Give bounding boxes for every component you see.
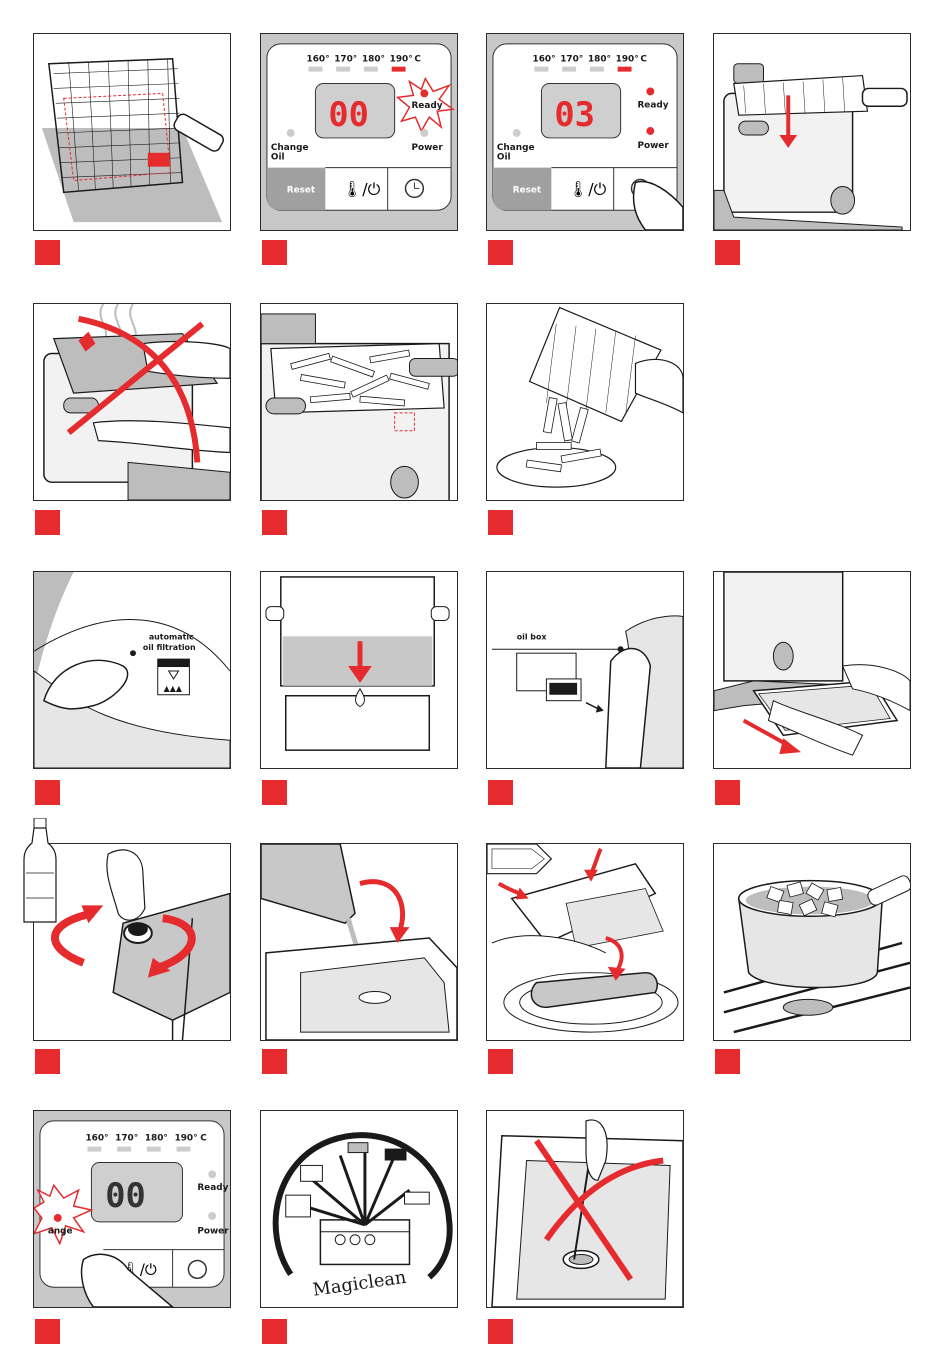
ready-label: Ready (197, 1183, 228, 1193)
step-marker-16 (35, 1319, 60, 1344)
ready-indicator-light (420, 89, 428, 97)
step-marker-12 (35, 1049, 60, 1074)
power-label: Power (411, 143, 443, 153)
power-indicator-light (646, 127, 654, 135)
oil-drop-icon (356, 689, 365, 707)
step-marker-1 (35, 240, 60, 265)
change-oil-indicator-light (54, 1214, 62, 1222)
panel-5-do-not-touch-lid (33, 303, 231, 501)
step-marker-11 (715, 780, 740, 805)
temp-180-label: 180° (362, 55, 385, 65)
change-oil-label-line1: Change (497, 143, 535, 153)
step-marker-13 (262, 1049, 287, 1074)
panel-16-change-oil-reset: 160° 170° 180° 190° C 00 Ready Power ang… (33, 1110, 231, 1308)
temp-unit-label: C (640, 55, 647, 65)
temp-170-label: 170° (115, 1134, 138, 1144)
auto-filtration-label-line2: oil filtration (143, 643, 196, 652)
auto-filtration-label-line1: automatic (149, 632, 194, 641)
panel-10-oil-box: oil box (486, 571, 684, 769)
temp-190-label: 190° (175, 1134, 198, 1144)
panel-7-serve-fries (486, 303, 684, 501)
dishwasher-icon (320, 1220, 409, 1265)
temp-unit-label: C (200, 1134, 207, 1144)
temp-160-label: 160° (307, 55, 330, 65)
change-oil-label-line2: Oil (271, 153, 285, 163)
ready-indicator-light (208, 1170, 216, 1178)
display-value: 00 (328, 95, 369, 134)
pour-arrow-icon (360, 882, 403, 931)
step-marker-17 (262, 1319, 287, 1344)
step-marker-4 (715, 240, 740, 265)
temp-190-label: 190° (616, 55, 639, 65)
panel-11-remove-oil-box (713, 571, 911, 769)
step-marker-6 (262, 510, 287, 535)
reset-button-label: Reset (513, 185, 542, 195)
change-oil-label-line1: Change (271, 143, 309, 153)
ready-indicator-light (646, 87, 654, 95)
temp-power-icon: 🌡/⏻ (568, 179, 606, 198)
temp-160-label: 160° (533, 55, 556, 65)
temp-180-label: 180° (588, 55, 611, 65)
reset-button-label: Reset (287, 185, 316, 195)
magiclean-brand-label: Magiclean (311, 1267, 407, 1301)
display-value: 03 (554, 95, 595, 134)
step-marker-5 (35, 510, 60, 535)
temp-power-icon: 🌡/⏻ (342, 179, 380, 198)
temp-160-label: 160° (85, 1134, 108, 1144)
panel-15-melt-fat-in-pan (713, 843, 911, 1041)
change-oil-indicator-light (513, 129, 521, 137)
power-label: Power (637, 141, 669, 151)
oil-box-label: oil box (517, 632, 547, 641)
panel-2-display-ready: 160° 170° 180° 190° C 00 Ready Power Cha… (260, 33, 458, 231)
svg-text:▲▲▲: ▲▲▲ (164, 684, 183, 693)
change-oil-indicator-light (287, 129, 295, 137)
temp-170-label: 170° (334, 55, 357, 65)
power-label: Power (197, 1227, 229, 1237)
step-marker-18 (488, 1319, 513, 1344)
change-oil-label-line2: Oil (497, 153, 511, 163)
panel-12-unscrew-cap (33, 843, 231, 1041)
temp-180-label: 180° (145, 1134, 168, 1144)
step-marker-3 (488, 240, 513, 265)
panel-3-display-timer: 160° 170° 180° 190° C 03 Ready Power Cha… (486, 33, 684, 231)
temp-190-label: 190° (390, 55, 413, 65)
panel-14-solid-fat (486, 843, 684, 1041)
step-marker-9 (262, 780, 287, 805)
temp-170-label: 170° (560, 55, 583, 65)
panel-13-pour-oil (260, 843, 458, 1041)
ready-label: Ready (411, 101, 442, 111)
panel-17-magiclean: Magiclean (260, 1110, 458, 1308)
step-marker-7 (488, 510, 513, 535)
step-marker-14 (488, 1049, 513, 1074)
ready-label: Ready (637, 100, 668, 110)
fryer-basket-illustration (34, 34, 230, 230)
panel-9-oil-draining (260, 571, 458, 769)
panel-6-basket-with-fries (260, 303, 458, 501)
panel-1-fryer-basket (33, 33, 231, 231)
step-marker-15 (715, 1049, 740, 1074)
power-indicator-light (420, 129, 428, 137)
change-oil-partial-label: ange (48, 1227, 73, 1237)
temp-unit-label: C (414, 55, 421, 65)
step-marker-8 (35, 780, 60, 805)
power-indicator-light (208, 1212, 216, 1220)
panel-4-lower-basket (713, 33, 911, 231)
oil-bottle-icon (20, 818, 60, 928)
step-marker-10 (488, 780, 513, 805)
panel-8-oil-filtration: automatic oil filtration ▲▲▲ (33, 571, 231, 769)
display-value: 00 (105, 1176, 146, 1215)
panel-18-no-sink-drain (486, 1110, 684, 1308)
step-marker-2 (262, 240, 287, 265)
